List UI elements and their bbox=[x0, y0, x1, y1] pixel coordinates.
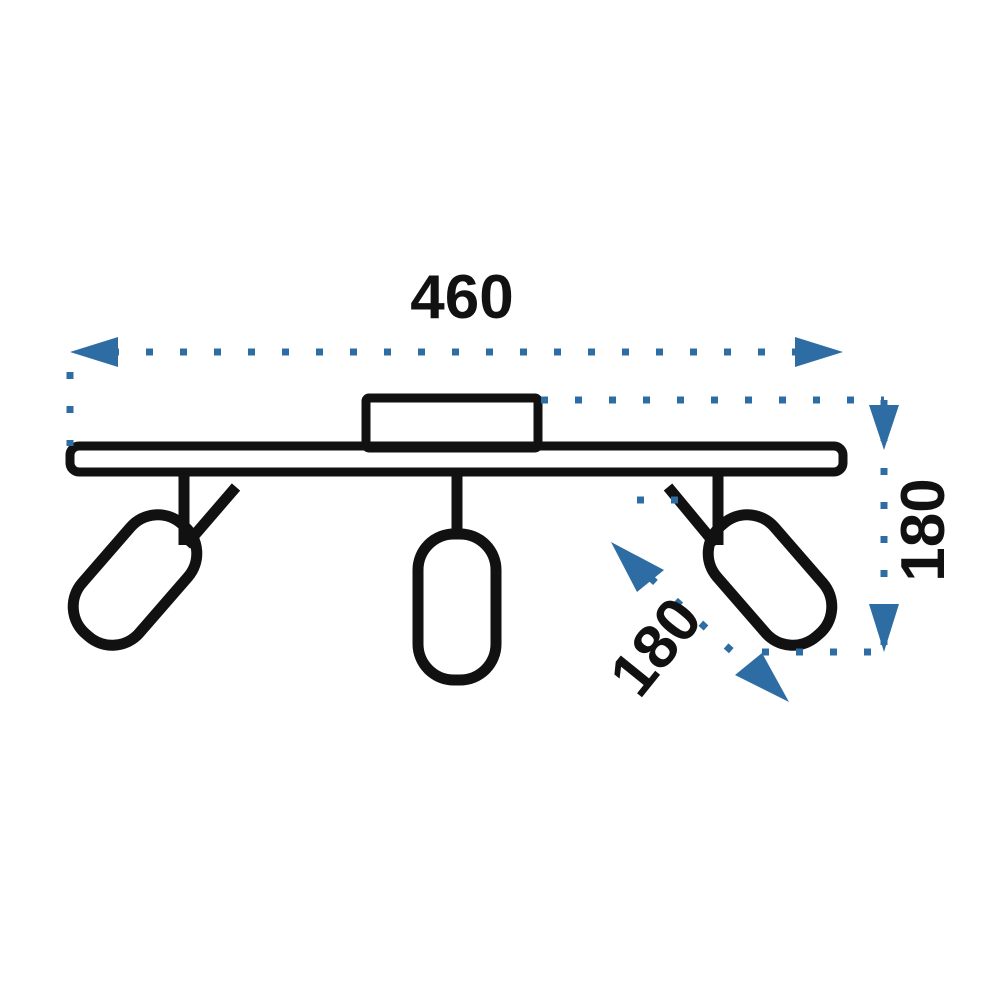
spotlight-right-head bbox=[702, 509, 838, 651]
dimension-height-label: 180 bbox=[889, 478, 958, 581]
dimension-height: 180 bbox=[762, 400, 958, 656]
fixture-group bbox=[65, 393, 848, 686]
dimension-width-arrow-right bbox=[795, 337, 843, 367]
dimension-projection-arrow-lower bbox=[735, 653, 789, 702]
spotlight-left-head bbox=[67, 509, 203, 651]
dimension-height-arrow-top bbox=[869, 405, 899, 450]
spotlight-center-head bbox=[412, 528, 502, 686]
dimension-width-label: 460 bbox=[410, 263, 513, 332]
canopy-body bbox=[361, 393, 543, 453]
dimension-width-arrow-left bbox=[70, 337, 118, 367]
spotlight-center bbox=[412, 470, 502, 686]
dimension-width: 460 bbox=[66, 263, 884, 446]
dimension-projection-arrow-upper bbox=[611, 542, 664, 592]
dimension-height-arrow-bottom bbox=[869, 604, 899, 652]
dimension-annotations: 460 180 180 bbox=[66, 263, 958, 709]
dimension-projection-label: 180 bbox=[597, 585, 716, 709]
spotlight-left bbox=[67, 470, 241, 651]
canopy bbox=[361, 393, 543, 453]
ceiling-bar bbox=[65, 441, 848, 477]
ceiling-bar-body bbox=[65, 441, 848, 477]
dimension-projection: 180 bbox=[597, 496, 789, 709]
